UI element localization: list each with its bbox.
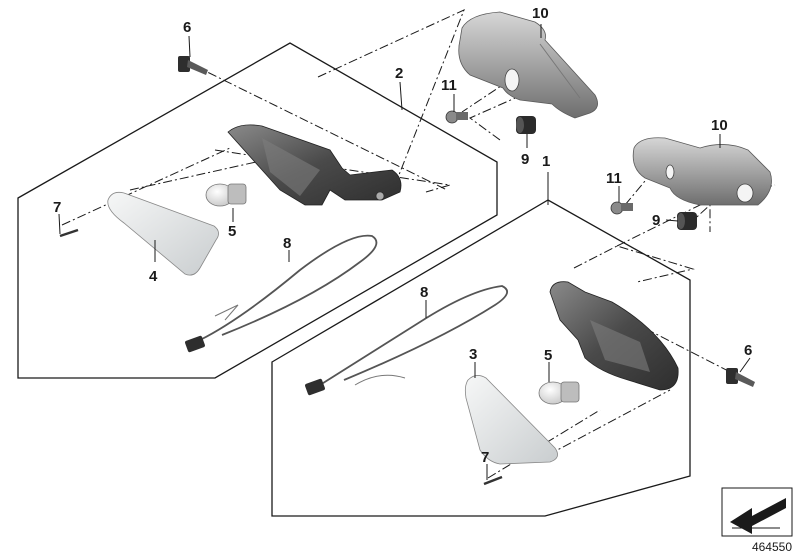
leader-lines	[58, 24, 751, 480]
lens-left	[107, 191, 219, 276]
callout-5-right: 5	[544, 347, 552, 364]
indicator-housing-left	[227, 124, 402, 206]
grommet-top	[516, 116, 536, 134]
bolt-right	[610, 201, 633, 215]
small-screw-right	[483, 475, 503, 486]
bulb-right	[538, 381, 580, 405]
callout-8-left: 8	[283, 235, 291, 252]
cable-left	[185, 234, 378, 353]
callout-1: 1	[542, 153, 550, 170]
callout-9-right: 9	[652, 212, 660, 229]
lens-right	[464, 375, 558, 465]
callout-6-top: 6	[183, 19, 191, 36]
screw-top-left	[178, 56, 208, 75]
callout-7-left: 7	[53, 199, 61, 216]
mount-bracket-right	[632, 137, 772, 206]
screw-right	[726, 368, 755, 387]
mount-bracket-top	[458, 11, 598, 119]
callouts: 1 2 3 4 5 5 6 6 7 7 8 8 9 9 10 10 11 11	[53, 5, 752, 466]
grommet-right	[677, 212, 697, 230]
small-screw-left	[59, 228, 79, 238]
callout-11-top: 11	[441, 77, 457, 94]
callout-10-right: 10	[711, 117, 728, 134]
bolt-top	[445, 110, 468, 124]
bulb-left	[205, 183, 247, 207]
reference-number: 464550	[751, 540, 792, 554]
callout-5-left: 5	[228, 223, 236, 240]
callout-2: 2	[395, 65, 403, 82]
callout-11-right: 11	[606, 170, 622, 187]
assembly-frame-2	[17, 42, 498, 379]
callout-4: 4	[149, 268, 158, 285]
cable-right	[305, 285, 508, 396]
callout-6-right: 6	[744, 342, 752, 359]
callout-10-top: 10	[532, 5, 549, 22]
indicator-housing-right	[549, 281, 679, 391]
arrow-down-left-icon	[721, 487, 793, 537]
callout-8-right: 8	[420, 284, 428, 301]
callout-3: 3	[469, 346, 477, 363]
callout-9-top: 9	[521, 151, 529, 168]
callout-7-right: 7	[481, 449, 489, 466]
